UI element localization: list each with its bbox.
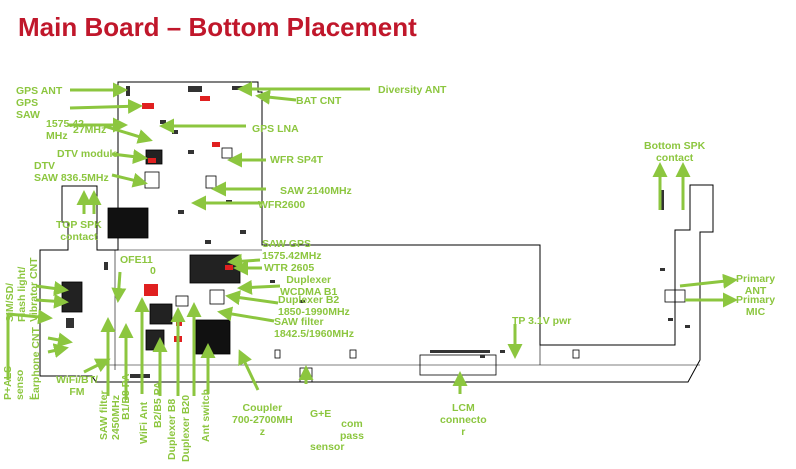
label-wfr2600: WFR2600 <box>258 199 306 211</box>
label-sensor: sensor <box>310 441 345 453</box>
label-27mhz: 27MHz <box>73 124 107 136</box>
label-duplexer-b20: Duplexer B20 <box>180 394 192 462</box>
label-coupler: Coupler 700-2700MH z <box>232 402 293 438</box>
board-outline <box>39 81 714 383</box>
label-b2-b5-pa: B2/B5 PA <box>152 381 164 429</box>
label-gps-ant: GPS ANT <box>16 85 63 97</box>
label-dtv-module: DTV module <box>57 148 119 160</box>
label-wtr2605: WTR 2605 <box>264 262 315 274</box>
label-ant-switch: Ant switch <box>200 388 212 442</box>
label-wfr-sp4t: WFR SP4T <box>270 154 324 166</box>
label-saw-filter-1842: SAW filter 1842.5/1960MHz <box>274 316 354 340</box>
label-wifi-bt-fm: WiFi/BT/ FM <box>56 374 98 398</box>
label-top-spk: TOP SPK contact <box>56 219 102 243</box>
label-duplexer-b8: Duplexer B8 <box>166 398 178 460</box>
page-title: Main Board – Bottom Placement <box>18 12 417 42</box>
label-gps-saw-freq: 1575.42 MHz <box>46 118 84 142</box>
callout-arrows <box>7 81 738 400</box>
label-saw-filter-2450: SAW filter 2450MHz <box>98 390 122 440</box>
label-diversity-ant: Diversity ANT <box>378 84 447 96</box>
label-saw-2140: SAW 2140MHz <box>280 185 352 197</box>
label-primary-mic: Primary MIC <box>736 294 776 318</box>
label-bottom-spk: Bottom SPK contact <box>644 140 706 164</box>
label-compass: com pass <box>340 418 364 442</box>
label-b1-b8-pa: B1/B8 PA <box>120 373 132 421</box>
label-lcm-connector: LCM connecto r <box>440 402 487 438</box>
label-duplexer-b2: Duplexer B2 1850-1990MHz <box>278 294 350 318</box>
label-duplexer-wcdma: Duplexer WCDMA B1 <box>280 274 338 298</box>
label-bat-cnt: BAT CNT <box>296 95 342 107</box>
label-gps-saw: GPS SAW <box>16 97 40 121</box>
label-ofe11: OFE11 <box>120 254 153 266</box>
label-sim-sd: SIM/SD/ Flash light/ Vibrator CNT <box>4 257 40 322</box>
label-saw-gps: SAW GPS 1575.42MHz <box>262 238 322 262</box>
label-primary-ant: Primary ANT <box>736 273 776 297</box>
label-g-e: G+E <box>310 408 332 420</box>
label-wifi-ant: WiFi Ant <box>138 401 150 444</box>
label-tp-pwr: TP 3.1V pwr <box>512 315 572 327</box>
label-earphone-cnt: Earphone CNT <box>30 327 42 400</box>
label-ofe-digit: 0 <box>150 265 156 277</box>
label-gps-lna: GPS LNA <box>252 123 299 135</box>
label-dtv-saw: DTV SAW 836.5MHz <box>34 160 109 184</box>
